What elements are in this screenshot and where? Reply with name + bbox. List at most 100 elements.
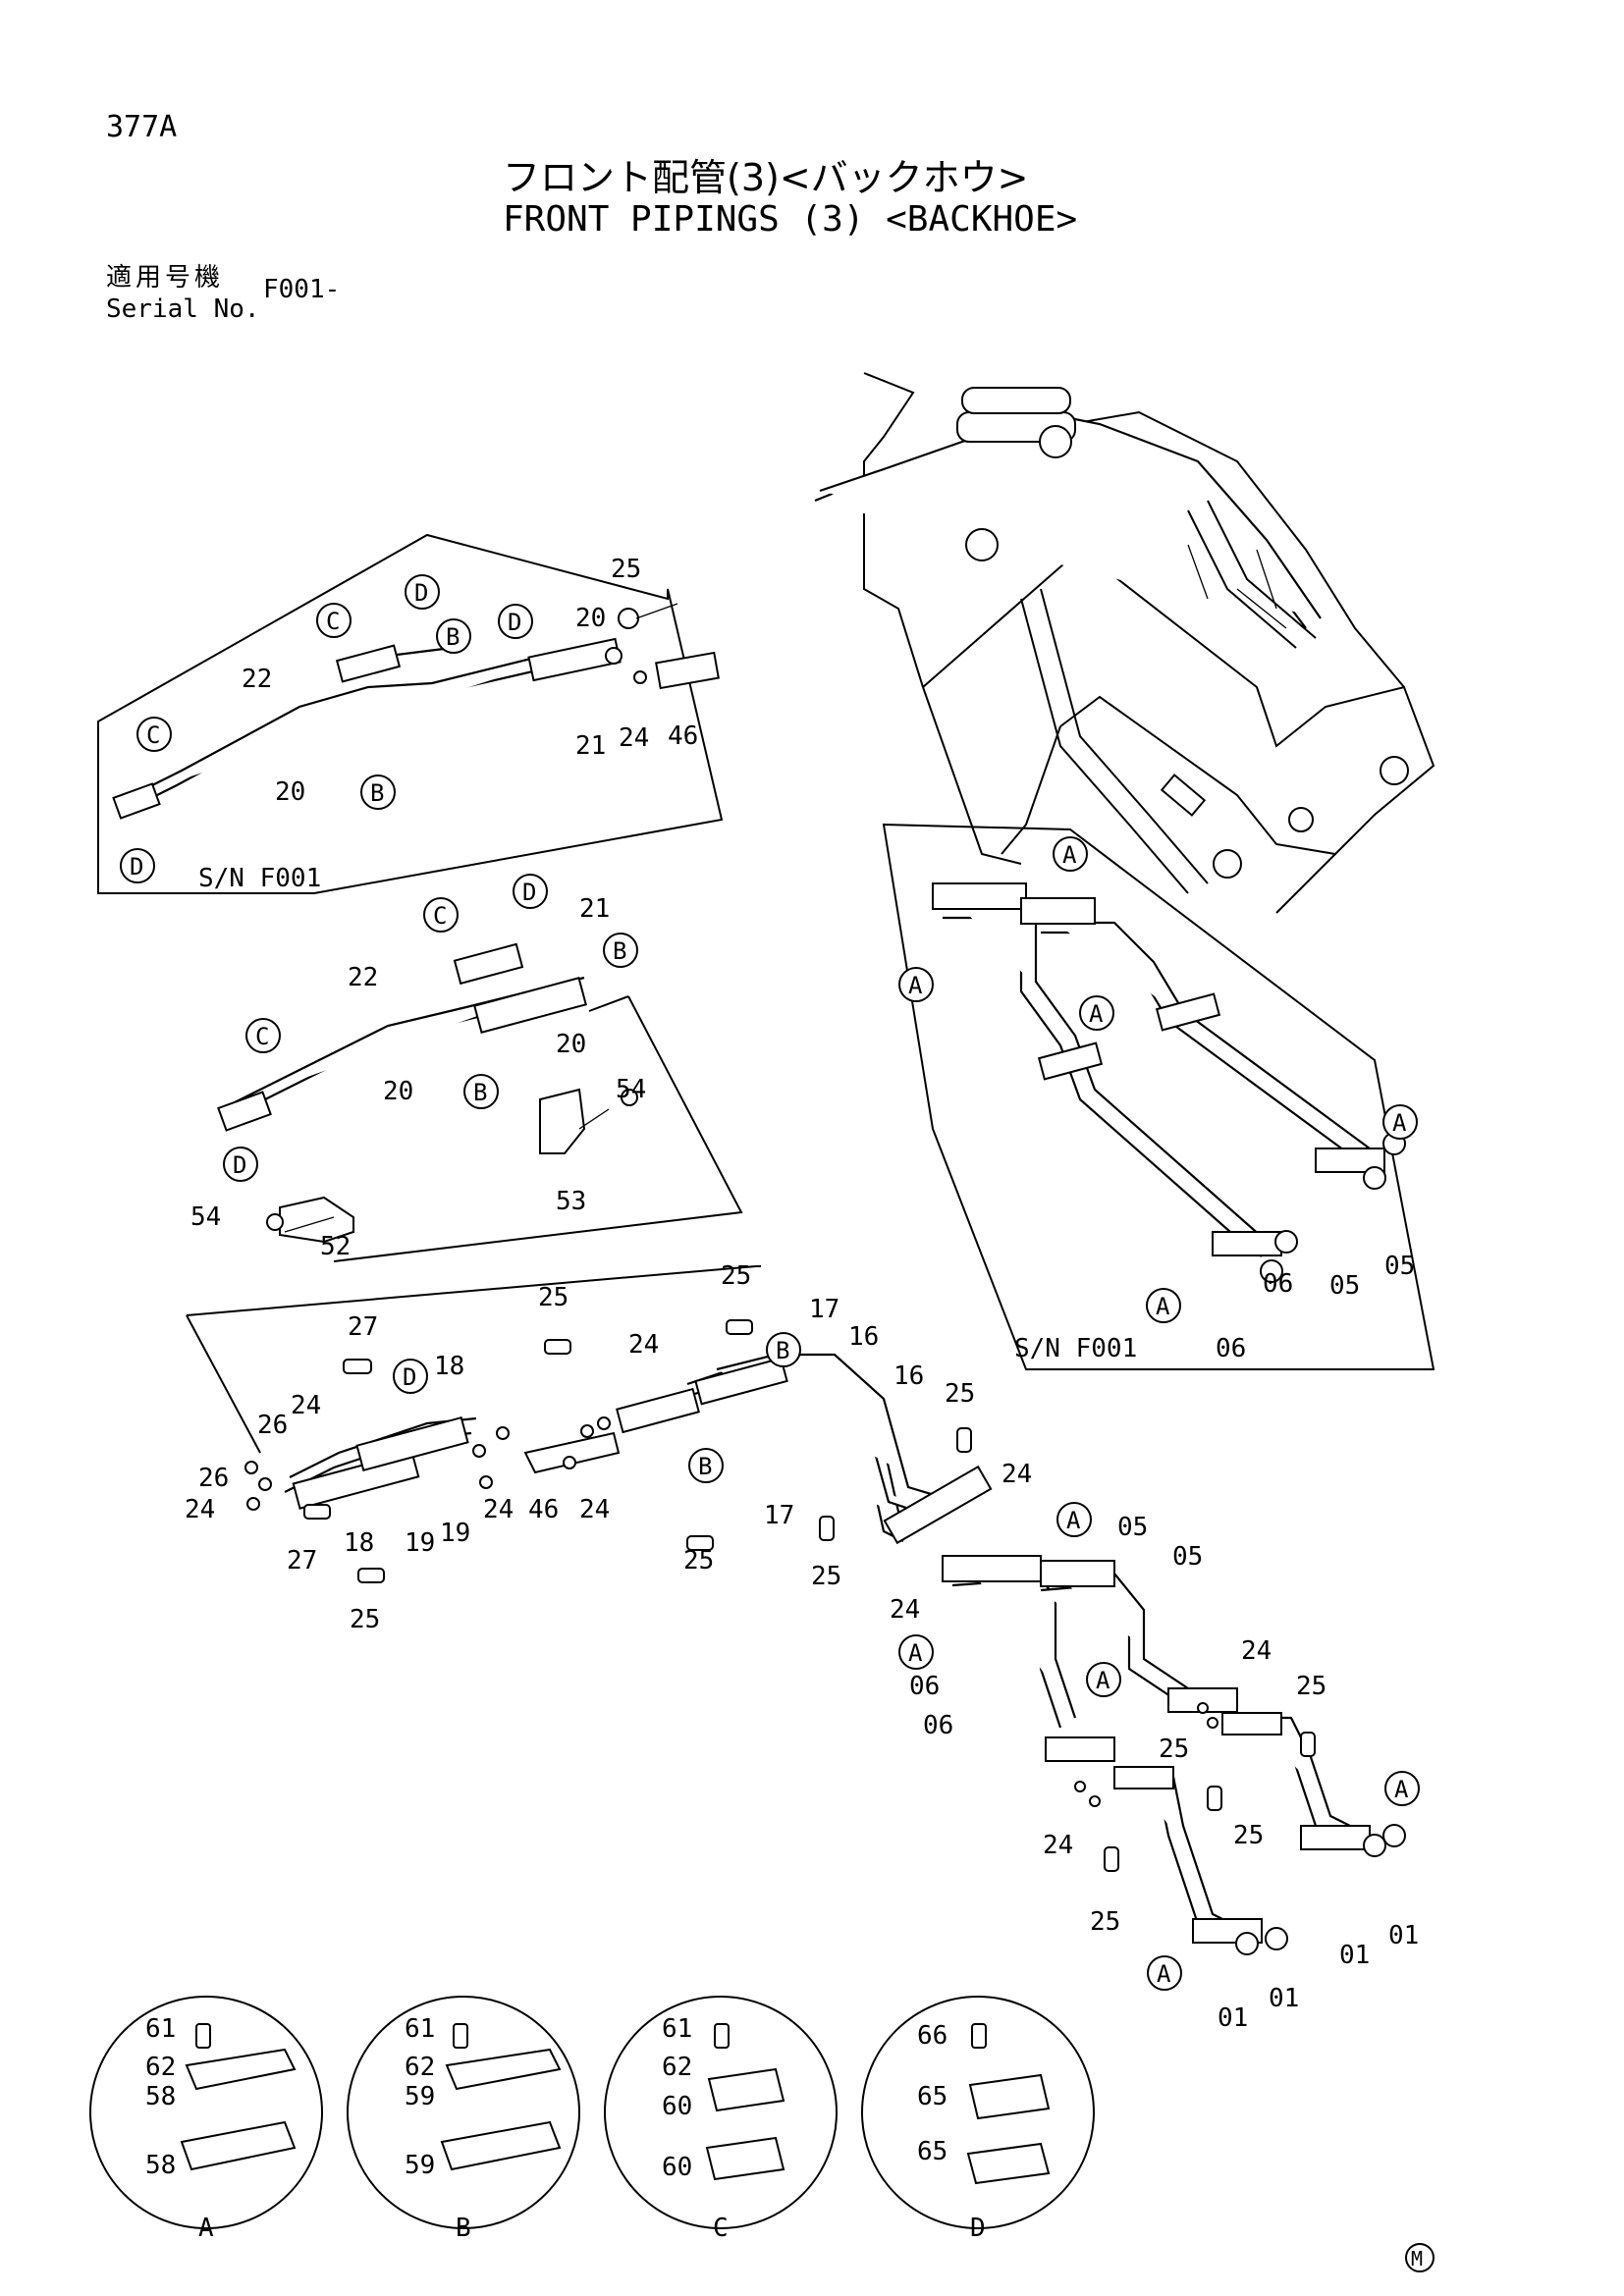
part-number-26: 26 (257, 1411, 288, 1440)
part-number-61: 61 (405, 2014, 435, 2044)
part-number-59: 59 (405, 2082, 435, 2111)
part-number-22: 22 (242, 665, 272, 694)
ref-marker-c: C (146, 721, 160, 749)
part-number-20: 20 (275, 777, 305, 807)
inset-right: S/N F001 (882, 823, 1435, 1370)
part-number-62: 62 (145, 2053, 176, 2082)
part-number-25: 25 (611, 555, 641, 584)
detail-label-c: C (713, 2214, 729, 2243)
part-number-05: 05 (1384, 1252, 1415, 1281)
ref-marker-b: B (698, 1453, 712, 1480)
part-number-25: 25 (538, 1283, 568, 1312)
part-number-25: 25 (811, 1562, 841, 1591)
part-number-65: 65 (917, 2082, 947, 2111)
part-number-58: 58 (145, 2082, 176, 2111)
boom-overview (814, 372, 1435, 914)
part-number-27: 27 (287, 1546, 317, 1575)
part-number-25: 25 (1159, 1735, 1189, 1764)
ref-marker-d: D (130, 853, 143, 881)
detail-label-d: D (970, 2214, 986, 2243)
title-japanese: フロント配管(3)<バックホウ> (503, 156, 1029, 199)
inset-left-middle (217, 942, 743, 1262)
footer-mark: M (1405, 2243, 1435, 2272)
page-number: 377A (106, 110, 178, 144)
part-number-17: 17 (764, 1501, 794, 1530)
ref-marker-c: C (433, 902, 447, 930)
ref-marker-a: A (1089, 1000, 1104, 1028)
part-number-24: 24 (291, 1391, 321, 1420)
ref-marker-a: A (1062, 841, 1077, 869)
part-number-24: 24 (628, 1330, 659, 1360)
part-number-61: 61 (662, 2014, 692, 2044)
part-number-06: 06 (923, 1711, 953, 1740)
part-number-01: 01 (1388, 1921, 1419, 1950)
ref-marker-d: D (508, 609, 521, 636)
part-number-25: 25 (721, 1261, 751, 1291)
footer-mark-letter: M (1411, 2247, 1423, 2270)
ref-marker-d: D (403, 1363, 416, 1391)
part-number-24: 24 (1241, 1636, 1272, 1666)
part-number-20: 20 (383, 1077, 413, 1106)
part-number-17: 17 (809, 1295, 839, 1324)
part-number-52: 52 (320, 1232, 351, 1261)
part-number-25: 25 (683, 1546, 714, 1575)
part-number-24: 24 (1043, 1831, 1073, 1860)
part-number-61: 61 (145, 2014, 176, 2044)
part-number-22: 22 (348, 963, 378, 992)
detail-view-c: 61 62 60 60 C (604, 1996, 838, 2243)
inset-right-serial: S/N F001 (1014, 1334, 1137, 1363)
part-number-24: 24 (890, 1595, 920, 1625)
part-number-16: 16 (893, 1362, 924, 1391)
part-number-53: 53 (556, 1187, 586, 1216)
detail-view-b: 61 62 59 59 B (347, 1996, 580, 2243)
part-number-25: 25 (350, 1605, 380, 1634)
part-number-21: 21 (575, 731, 606, 761)
exploded-view (186, 1265, 1406, 1955)
reference-markers: C D B D C B D C D B C B D A A A A A D B … (120, 574, 1420, 1991)
part-number-24: 24 (483, 1495, 514, 1524)
part-number-18: 18 (344, 1528, 374, 1558)
part-number-25: 25 (1296, 1672, 1326, 1701)
part-number-21: 21 (579, 894, 610, 924)
serial-label-english: Serial No. (106, 294, 260, 324)
part-number-59: 59 (405, 2151, 435, 2180)
part-number-18: 18 (434, 1352, 464, 1381)
part-number-24: 24 (579, 1495, 610, 1524)
part-number-05: 05 (1172, 1542, 1203, 1572)
title-english: FRONT PIPINGS (3) <BACKHOE> (503, 199, 1078, 240)
ref-marker-c: C (255, 1023, 269, 1050)
part-number-19: 19 (405, 1528, 435, 1558)
part-number-25: 25 (1090, 1907, 1120, 1937)
inset-left-serial: S/N F001 (198, 864, 321, 893)
part-number-06: 06 (1263, 1269, 1293, 1299)
part-number-26: 26 (198, 1464, 229, 1493)
ref-marker-b: B (370, 779, 384, 807)
ref-marker-b: B (776, 1337, 789, 1364)
ref-marker-b: B (473, 1079, 487, 1106)
inset-left-top: S/N F001 (97, 533, 724, 894)
ref-marker-c: C (326, 608, 340, 635)
ref-marker-a: A (1066, 1507, 1081, 1534)
part-number-27: 27 (348, 1312, 378, 1342)
ref-marker-a: A (1394, 1776, 1409, 1803)
part-number-62: 62 (662, 2053, 692, 2082)
part-number-46: 46 (668, 721, 698, 751)
part-number-24: 24 (619, 723, 649, 753)
part-number-05: 05 (1329, 1271, 1360, 1301)
ref-marker-a: A (908, 972, 923, 999)
part-number-65: 65 (917, 2137, 947, 2166)
part-number-46: 46 (528, 1495, 559, 1524)
part-number-54: 54 (616, 1075, 646, 1104)
part-number-16: 16 (848, 1322, 879, 1352)
detail-view-d: 66 65 65 D (861, 1996, 1095, 2243)
ref-marker-d: D (522, 879, 536, 906)
ref-marker-a: A (1392, 1109, 1407, 1137)
serial-value: F001- (263, 275, 341, 304)
ref-marker-d: D (414, 579, 428, 607)
part-number-24: 24 (1001, 1460, 1032, 1489)
part-number-05: 05 (1117, 1513, 1148, 1542)
part-number-01: 01 (1339, 1941, 1370, 1970)
part-number-20: 20 (556, 1030, 586, 1059)
detail-view-a: 61 62 58 58 A (89, 1996, 323, 2243)
